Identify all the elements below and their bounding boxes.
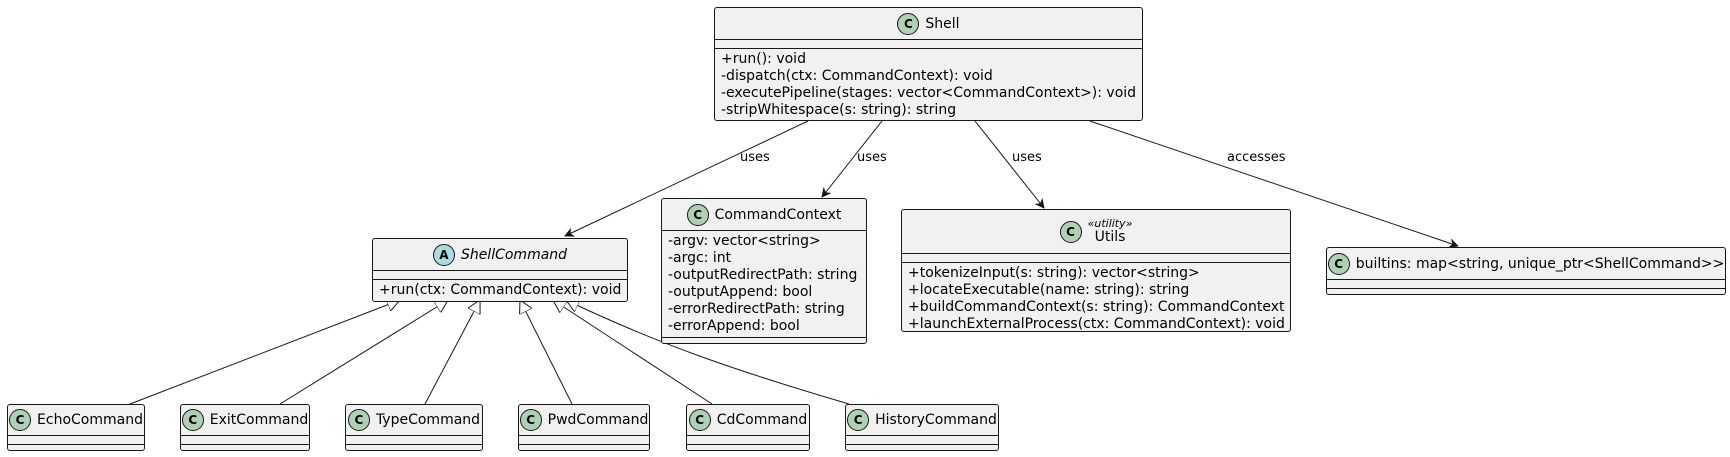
fields-compartment: [902, 253, 1290, 262]
class-header: C HistoryCommand: [846, 405, 998, 435]
class-badge-icon: C: [1059, 220, 1082, 243]
field: -outputRedirectPath: string: [668, 267, 858, 283]
methods-compartment: [8, 444, 144, 453]
methods-compartment: +run(): void -dispatch(ctx: CommandConte…: [715, 48, 1142, 121]
edge-exit-inherits: [279, 300, 448, 405]
abstract-badge-icon: A: [432, 243, 455, 266]
methods-compartment: [346, 444, 482, 453]
class-historycommand[interactable]: C HistoryCommand: [845, 404, 999, 451]
class-badge-icon: C: [181, 409, 204, 431]
class-header: C ExitCommand: [181, 405, 309, 435]
class-shellcommand[interactable]: A ShellCommand +run(ctx: CommandContext)…: [372, 238, 628, 302]
fields-compartment: [8, 435, 144, 444]
relation-label-uses-utils: uses: [1012, 150, 1042, 165]
fields-compartment: [181, 435, 309, 444]
relation-label-uses-commandcontext: uses: [857, 150, 887, 165]
class-badge-icon: C: [519, 409, 542, 431]
method: -dispatch(ctx: CommandContext): void: [721, 68, 993, 84]
edge-pwd-inherits: [520, 300, 573, 405]
class-exitcommand[interactable]: C ExitCommand: [180, 404, 310, 451]
class-cdcommand[interactable]: C CdCommand: [686, 404, 810, 451]
edge-echo-inherits: [129, 300, 400, 405]
method: +run(ctx: CommandContext): void: [379, 282, 622, 298]
class-header: A ShellCommand: [373, 239, 627, 270]
fields-compartment: [519, 435, 649, 444]
class-header: C TypeCommand: [346, 405, 482, 435]
fields-compartment: [346, 435, 482, 444]
field: -errorAppend: bool: [668, 318, 800, 334]
class-header: C CdCommand: [687, 405, 809, 435]
edge-shell-builtins: [1089, 120, 1459, 248]
class-badge-icon: C: [9, 409, 32, 431]
class-header: C Shell: [715, 8, 1142, 39]
class-name: ExitCommand: [209, 412, 309, 428]
fields-compartment: [1327, 279, 1725, 288]
class-badge-icon: C: [688, 409, 711, 431]
class-shell[interactable]: C Shell +run(): void -dispatch(ctx: Comm…: [714, 7, 1143, 121]
class-builtins[interactable]: C builtins: map<string, unique_ptr<Shell…: [1326, 247, 1726, 295]
stereotype-label: «utility»: [1087, 217, 1133, 230]
class-name: CommandContext: [714, 206, 842, 223]
methods-compartment: [846, 444, 998, 453]
class-name: TypeCommand: [375, 412, 481, 428]
class-commandcontext[interactable]: C CommandContext -argv: vector<string> -…: [661, 198, 867, 344]
class-name: CdCommand: [716, 412, 808, 428]
class-name: EchoCommand: [37, 412, 143, 428]
edge-history-inherits: [566, 300, 850, 405]
class-name: ShellCommand: [460, 246, 568, 263]
field: -argc: int: [668, 250, 732, 266]
fields-compartment: [715, 39, 1142, 48]
class-name: PwdCommand: [547, 412, 649, 428]
fields-compartment: [373, 270, 627, 279]
class-typecommand[interactable]: C TypeCommand: [345, 404, 483, 451]
class-header: C CommandContext: [662, 199, 866, 230]
field: -outputAppend: bool: [668, 284, 813, 300]
class-header: C PwdCommand: [519, 405, 649, 435]
edge-shell-shellcommand: [564, 120, 809, 237]
class-pwdcommand[interactable]: C PwdCommand: [518, 404, 650, 451]
methods-compartment: [181, 444, 309, 453]
class-header: C «utility» Utils: [902, 210, 1290, 253]
methods-compartment: [687, 444, 809, 453]
class-badge-icon: C: [347, 409, 370, 431]
method: -executePipeline(stages: vector<CommandC…: [721, 85, 1137, 101]
methods-compartment: +run(ctx: CommandContext): void: [373, 279, 627, 301]
class-name: HistoryCommand: [875, 412, 997, 428]
method: +run(): void: [721, 51, 806, 67]
class-echocommand[interactable]: C EchoCommand: [7, 404, 145, 451]
edge-cd-inherits: [553, 300, 713, 405]
method: +locateExecutable(name: string): string: [908, 282, 1190, 298]
class-name: Utils: [1094, 229, 1126, 245]
fields-compartment: -argv: vector<string> -argc: int -output…: [662, 230, 866, 337]
class-header: C builtins: map<string, unique_ptr<Shell…: [1327, 248, 1725, 279]
methods-compartment: [1327, 288, 1725, 297]
class-badge-icon: C: [1327, 252, 1350, 275]
method: +tokenizeInput(s: string): vector<string…: [908, 265, 1200, 281]
fields-compartment: [846, 435, 998, 444]
method: +buildCommandContext(s: string): Command…: [908, 299, 1285, 315]
class-name: Shell: [925, 15, 960, 32]
methods-compartment: [519, 444, 649, 453]
method: -stripWhitespace(s: string): string: [721, 102, 957, 118]
edge-shell-commandcontext: [821, 120, 883, 198]
methods-compartment: +tokenizeInput(s: string): vector<string…: [902, 262, 1290, 335]
field: -errorRedirectPath: string: [668, 301, 845, 317]
class-badge-icon: C: [897, 12, 920, 35]
method: +launchExternalProcess(ctx: CommandConte…: [908, 316, 1285, 332]
field: -argv: vector<string>: [668, 233, 821, 249]
edge-type-inherits: [424, 300, 480, 405]
class-badge-icon: C: [686, 203, 709, 226]
fields-compartment: [687, 435, 809, 444]
methods-compartment: [662, 337, 866, 346]
relation-label-uses-shellcommand: uses: [740, 150, 770, 165]
class-name: builtins: map<string, unique_ptr<ShellCo…: [1355, 255, 1725, 272]
class-badge-icon: C: [847, 409, 870, 431]
class-utils[interactable]: C «utility» Utils +tokenizeInput(s: stri…: [901, 209, 1291, 332]
edge-shell-utils: [974, 120, 1045, 209]
class-header: C EchoCommand: [8, 405, 144, 435]
relation-label-accesses-builtins: accesses: [1227, 150, 1286, 165]
